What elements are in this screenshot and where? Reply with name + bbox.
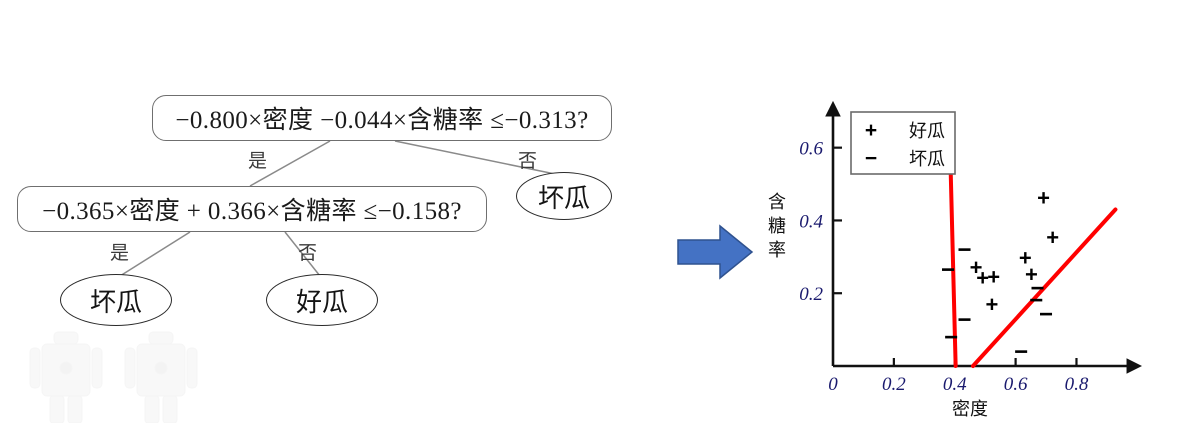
x-tick-label: 0 [828,374,838,395]
x-tick-label: 0.6 [1004,374,1028,395]
tree-leaf-bad-melon-child[interactable]: 坏瓜 [60,274,172,326]
legend-label: 好瓜 [909,121,945,141]
data-point-good-melon: + [1025,262,1038,287]
legend-label: 坏瓜 [909,149,945,169]
x-axis-title: 密度 [952,399,988,419]
data-point-bad-melon: − [957,306,971,333]
decision-tree-panel: −0.800×密度 −0.044×含糖率 ≤−0.313? −0.365×密度 … [17,95,612,423]
data-point-good-melon: + [976,266,989,291]
data-point-bad-melon: − [941,257,955,284]
data-point-good-melon: + [970,255,983,280]
edge-label-child-yes: 是 [110,243,130,264]
data-point-good-melon: + [1019,246,1032,271]
y-axis-title: 含糖率 [768,192,786,260]
y-tick-label: 0.4 [799,211,823,232]
data-point-good-melon: + [985,292,998,317]
right-arrow-icon [677,224,754,280]
x-tick-label: 0.8 [1065,374,1089,395]
svg-text:糖: 糖 [768,216,786,236]
data-point-good-melon: + [1046,225,1059,250]
edge-label-root-no: 否 [518,151,538,172]
legend-box [850,111,956,175]
y-tick-label: 0.6 [799,139,823,160]
data-point-bad-melon: − [957,237,971,264]
tree-node-root[interactable]: −0.800×密度 −0.044×含糖率 ≤−0.313? [152,95,612,141]
data-point-good-melon: + [1037,186,1050,211]
tree-node-child[interactable]: −0.365×密度 + 0.366×含糖率 ≤−0.158? [17,186,487,232]
boundary-left [948,149,958,368]
svg-text:含: 含 [768,192,786,212]
x-tick-label: 0.2 [882,374,906,395]
edge-label-root-yes: 是 [248,151,268,172]
boundary-right [971,207,1118,368]
x-tick-label: 0.4 [943,374,967,395]
y-tick-label: 0.2 [799,284,823,305]
edge-label-child-no: 否 [298,243,318,264]
data-point-bad-melon: − [1031,275,1045,302]
data-point-good-melon: + [987,264,1000,289]
tree-edge-lines [119,140,556,277]
data-point-bad-melon: − [944,324,958,351]
svg-text:率: 率 [768,240,786,260]
data-point-bad-melon: − [1029,287,1043,314]
tree-leaf-bad-melon-root[interactable]: 坏瓜 [516,172,612,220]
legend-marker: + [865,119,877,142]
data-point-bad-melon: − [1014,338,1028,365]
legend-marker: − [865,147,877,170]
tree-leaf-good-melon[interactable]: 好瓜 [266,274,378,326]
data-point-bad-melon: − [1039,301,1053,328]
robot-watermark-image [29,331,198,423]
